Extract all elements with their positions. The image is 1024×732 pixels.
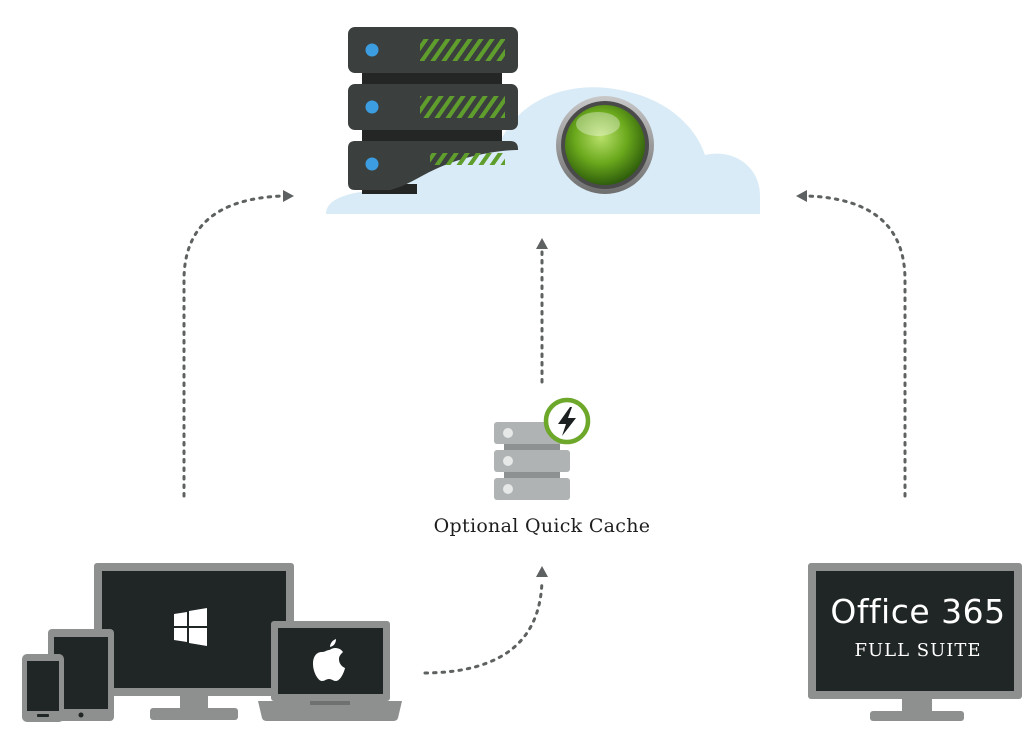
- cloud-icon: [326, 87, 760, 214]
- windows-logo-icon: [174, 608, 207, 646]
- cache-server-icon: [494, 422, 570, 500]
- arrow-right-to-cloud: [796, 190, 907, 498]
- office-subtitle: FULL SUITE: [854, 640, 982, 661]
- arrow-devices-to-cache: [423, 566, 548, 675]
- arrow-cache-to-cloud: [536, 238, 548, 384]
- server-rack-icon: [348, 27, 518, 194]
- office-monitor: [808, 563, 1022, 721]
- green-orb-icon: [556, 96, 654, 194]
- phone-device: [22, 654, 64, 722]
- office-title: Office 365: [830, 592, 1006, 631]
- apple-logo-icon: [313, 639, 345, 681]
- devices-group: [22, 563, 402, 722]
- cache-label: Optional Quick Cache: [433, 515, 651, 537]
- lightning-icon: [543, 397, 591, 445]
- arrow-left-to-cloud: [182, 190, 294, 498]
